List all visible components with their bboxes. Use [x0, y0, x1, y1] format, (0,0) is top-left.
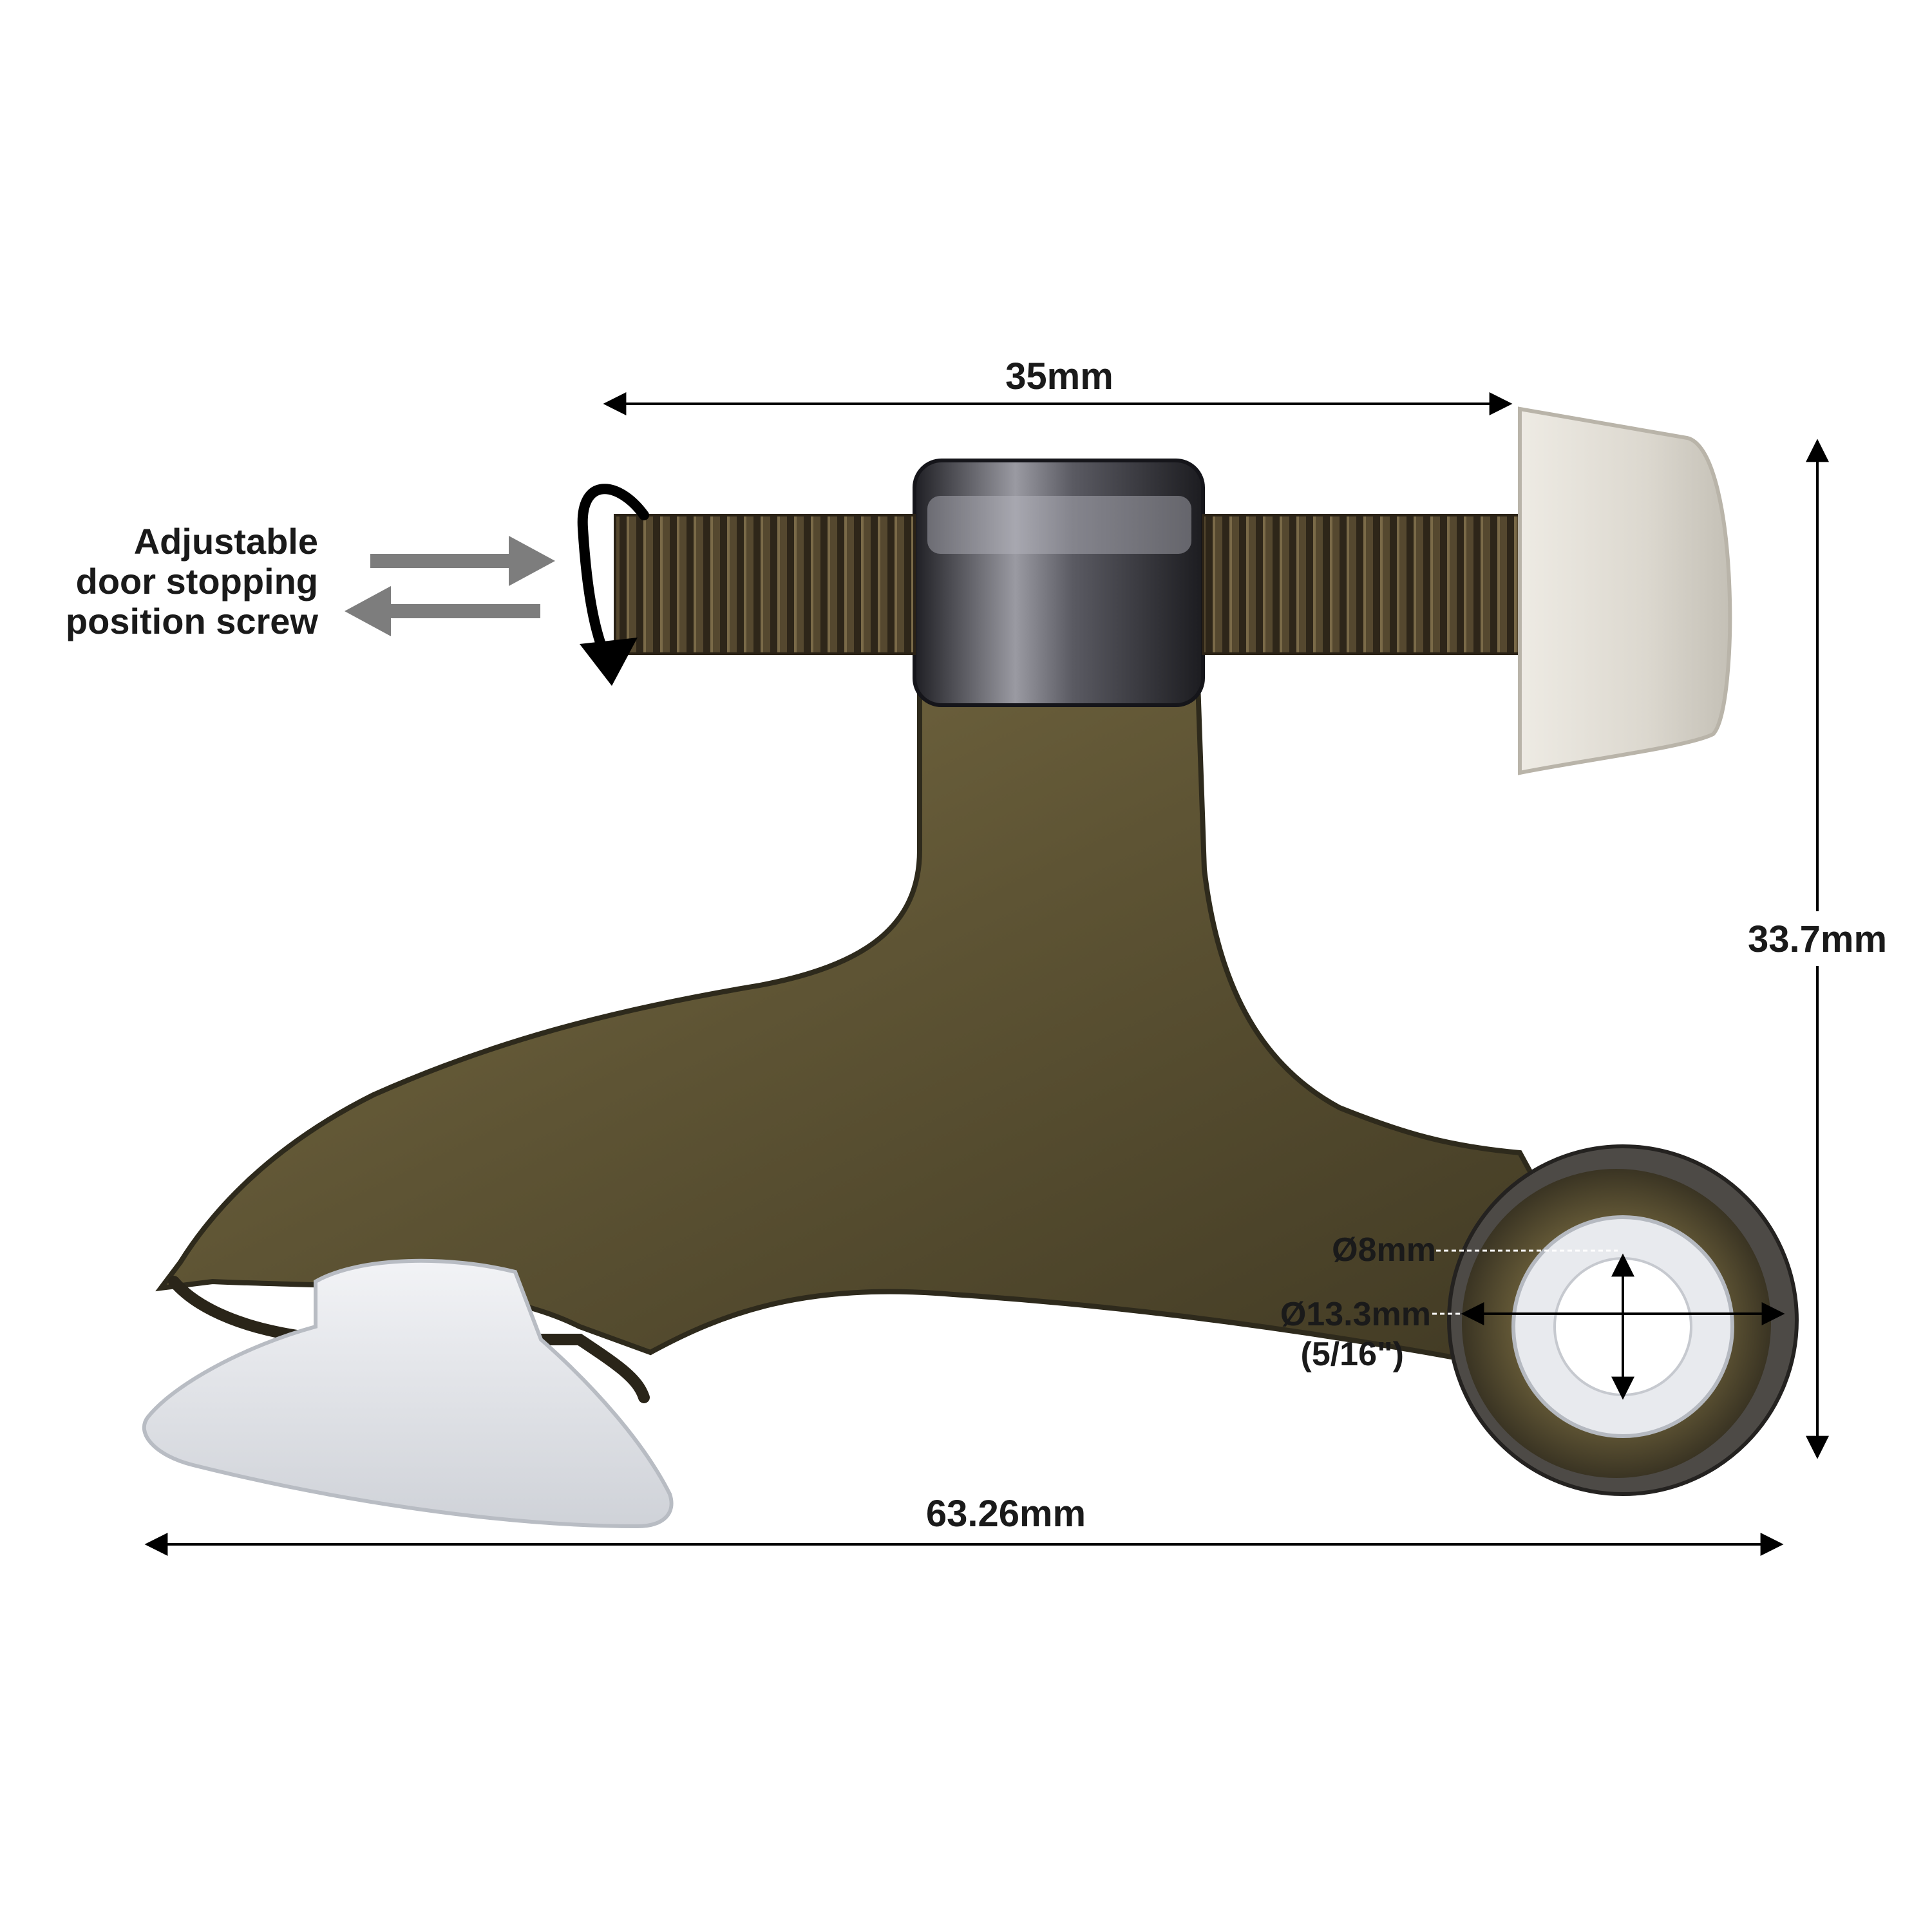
screw-housing — [913, 459, 1205, 707]
dimension-outer-diameter: Ø13.3mm (5/16") — [1280, 1296, 1785, 1373]
dimension-screw-length: 35mm — [603, 355, 1513, 415]
dimension-inner-diameter-label: Ø8mm — [1332, 1231, 1436, 1269]
dimension-outer-diameter-label: Ø13.3mm — [1280, 1296, 1431, 1333]
dimension-overall-length: 63.26mm — [144, 1493, 1784, 1556]
adjustable-screw-annotation: Adjustable door stopping position screw — [66, 521, 319, 641]
dimension-screw-length-label: 35mm — [1005, 355, 1113, 397]
housing-highlight — [927, 496, 1191, 554]
screw-thread-left — [614, 514, 916, 655]
annotation-line-2: door stopping — [76, 561, 318, 601]
rubber-bumper — [142, 1258, 674, 1529]
rotation-arrow-icon — [577, 484, 649, 686]
dimension-overall-height: 33.7mm — [1748, 439, 1887, 1459]
annotation-line-3: position screw — [66, 601, 319, 641]
dimension-overall-length-label: 63.26mm — [926, 1493, 1086, 1535]
dimension-overall-height-label: 33.7mm — [1748, 918, 1887, 960]
adjustment-direction-arrows — [345, 536, 555, 636]
annotation-line-1: Adjustable — [134, 521, 318, 562]
screw-thread-right — [1202, 514, 1521, 655]
dimension-inner-diameter: Ø8mm — [1332, 1231, 1634, 1400]
arrow-right-icon — [370, 536, 555, 586]
arrow-left-icon — [345, 586, 540, 636]
dimension-outer-diameter-imperial-label: (5/16") — [1301, 1336, 1405, 1373]
brass-bracket — [155, 680, 1607, 1375]
rubber-tip — [1518, 406, 1732, 775]
